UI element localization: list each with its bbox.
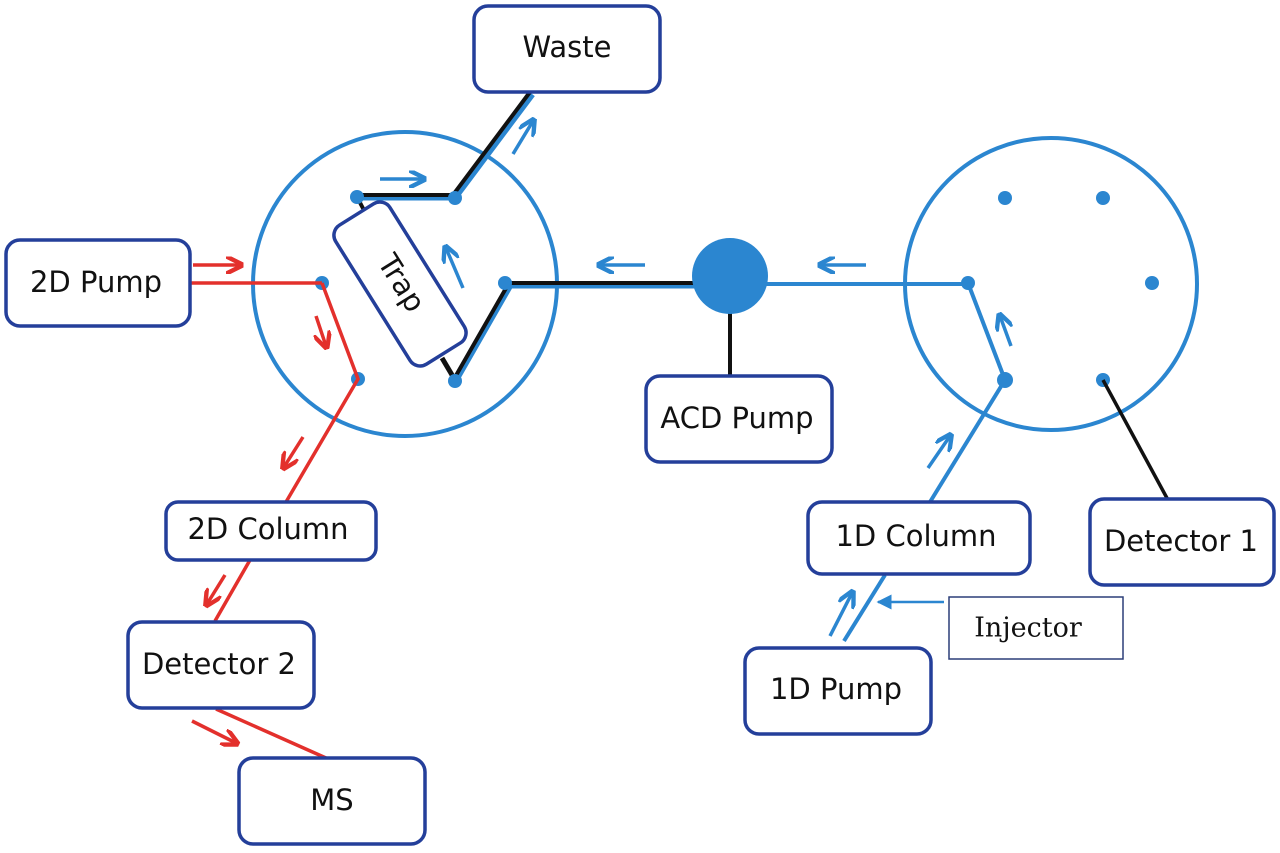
pump-2d-box: 2D Pump <box>4 238 192 328</box>
waste-line-outline <box>357 91 535 201</box>
column-2d-box: 2D Column <box>164 500 378 562</box>
second-dimension-flow <box>190 265 360 760</box>
detector-2-box: Detector 2 <box>126 620 316 710</box>
injector-box: Injector <box>948 596 1124 660</box>
column-1d-box: 1D Column <box>806 500 1032 576</box>
column-to-valve-line <box>928 378 1007 504</box>
pump-2d-label: 2D Pump <box>30 265 162 299</box>
port-dot <box>350 190 364 204</box>
detector1-line <box>1101 379 1170 501</box>
arrow-up-icon <box>446 248 465 289</box>
arrow-down-icon <box>316 315 326 346</box>
arrow-down-left-icon <box>207 574 227 604</box>
pump-2d-box-frame <box>4 238 192 328</box>
arrow-down-left-icon <box>284 436 305 467</box>
trap-box-frame <box>332 200 468 368</box>
port-dot <box>998 191 1012 205</box>
detector-1-label: Detector 1 <box>1104 524 1258 558</box>
injector-label: Injector <box>974 613 1082 644</box>
detector-2-label: Detector 2 <box>142 647 296 681</box>
ms-label: MS <box>310 783 353 817</box>
trap-box: Trap <box>332 200 468 368</box>
arrow-up-icon <box>1000 316 1011 347</box>
pump-1d-box-frame <box>743 646 933 736</box>
column-1d-label: 1D Column <box>835 519 996 553</box>
column2d-to-detector2-line <box>213 559 252 622</box>
arrow-up-right-icon <box>828 593 852 637</box>
waste-label: Waste <box>523 30 612 64</box>
detector2-to-ms-line <box>215 707 327 760</box>
pump-1d-box: 1D Pump <box>743 646 933 736</box>
mixing-tee <box>692 238 768 314</box>
right-valve-ports <box>961 191 1159 388</box>
right-valve-internal-line <box>966 282 1007 381</box>
column-1d-box-frame <box>806 500 1032 576</box>
detector-1-box-frame <box>1088 497 1276 587</box>
detector-1-box: Detector 1 <box>1088 497 1276 587</box>
waste-box-frame <box>472 4 662 94</box>
ms-box: MS <box>237 756 427 846</box>
port-dot <box>448 191 462 205</box>
port-dot <box>498 276 512 290</box>
acd-pump-box-frame <box>644 374 834 464</box>
acd-pump-label: ACD Pump <box>660 401 813 435</box>
acd-pump-box: ACD Pump <box>644 374 834 464</box>
column-2d-box-frame <box>164 500 378 562</box>
arrow-down-right-icon <box>191 719 236 743</box>
port-dot <box>1096 191 1110 205</box>
waste-box: Waste <box>472 4 662 94</box>
injector-box-frame <box>948 596 1124 660</box>
pump-1d-label: 1D Pump <box>770 672 902 706</box>
port-dot <box>448 374 462 388</box>
arrow-up-right-icon <box>926 436 950 469</box>
ms-box-frame <box>237 756 427 846</box>
arrow-up-right-icon <box>511 121 533 155</box>
pump1d-to-column-line <box>842 573 887 643</box>
tee-to-trap-line <box>452 281 700 380</box>
valve-to-column2d-line <box>284 282 360 503</box>
tee-to-trap-outline <box>451 281 700 383</box>
port-dot <box>1145 276 1159 290</box>
column-2d-label: 2D Column <box>187 512 348 546</box>
detector-2-box-frame <box>126 620 316 710</box>
